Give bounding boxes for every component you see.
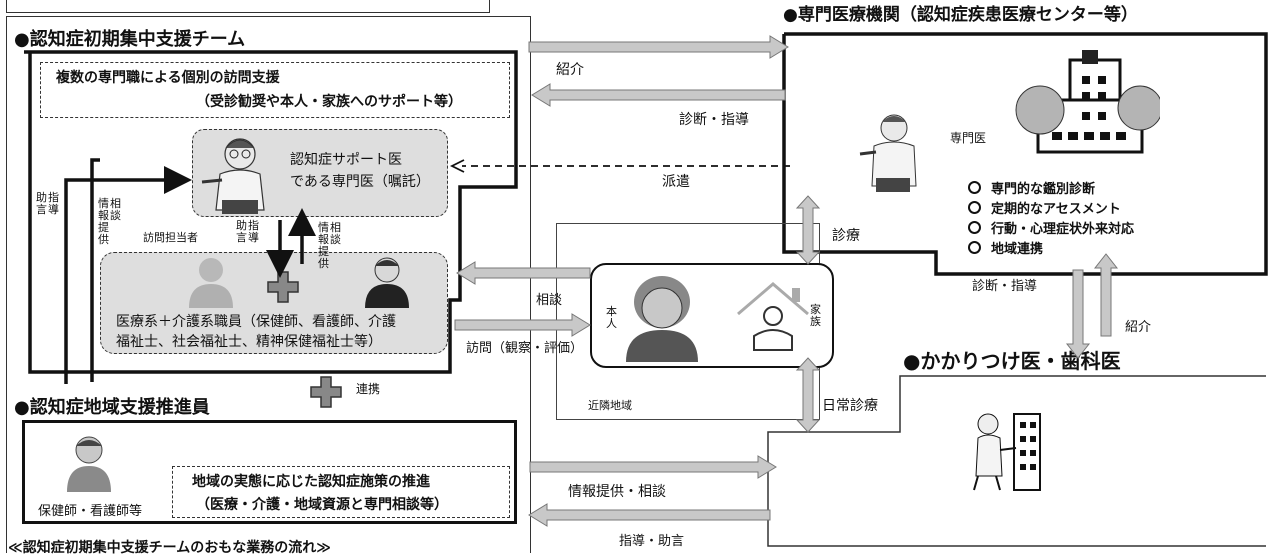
service-box [40, 62, 510, 118]
circle-bullet-icon [968, 221, 981, 234]
team-frame [6, 16, 531, 553]
gp-frame [767, 375, 1266, 547]
specialist-item-0: 専門的な鑑別診断 [968, 178, 1095, 197]
label-guidance-advice: 指導・助言 [619, 534, 685, 549]
service-line1: 複数の専門職による個別の訪問支援 [56, 70, 280, 86]
specialist-title: ●専門医療機関（認知症疾患医療センター等） [783, 5, 1138, 25]
specialist-doctor-label: 専門医 [950, 131, 987, 145]
promoter-box [22, 420, 517, 524]
staff-line1: 医療系＋介護系職員（保健師、看護師、介護 [116, 314, 396, 330]
promoter-person-label: 保健師・看護師等 [38, 504, 143, 519]
gp-doctor-clinic-illustration [973, 413, 1041, 491]
gp-title: ●かかりつけ医・歯科医 [903, 349, 1121, 373]
circle-bullet-icon [968, 181, 981, 194]
footer-caption: ≪認知症初期集中支援チームのおもな業務の流れ≫ [8, 540, 331, 556]
label-diagnosis-guidance: 診断・指導 [679, 112, 749, 128]
label-visit: 訪問（観察・評価） [466, 341, 584, 356]
label-shido-2: 指導 [248, 219, 259, 244]
promoter-title: ●認知症地域支援推進員 [14, 397, 210, 418]
plus-icon [267, 271, 299, 303]
family-house-icon [737, 282, 809, 351]
label-sodan: 相談 [110, 197, 121, 222]
staff-person-icon-1 [189, 258, 233, 308]
label-dispatch: 派遣 [662, 174, 690, 190]
hospital-building-icon [1015, 50, 1160, 154]
label-sodan-2: 相談 [330, 221, 341, 246]
label-jogen: 助言 [36, 191, 47, 216]
support-doctor-line1: 認知症サポート医 [290, 152, 402, 168]
promoter-person-icon [67, 436, 111, 492]
header-frame [6, 0, 490, 13]
policy-line2: （医療・介護・地域資源と専門相談等） [196, 497, 448, 513]
label-joho: 情報提供 [98, 197, 109, 246]
self-label: 本人 [606, 305, 617, 330]
circle-bullet-icon [968, 241, 981, 254]
specialist-item-2: 行動・心理症状外来対応 [968, 218, 1134, 237]
support-doctor-line2: である専門医（嘱託） [290, 174, 430, 190]
label-shido: 指導 [48, 191, 59, 216]
label-jogen-2: 助言 [236, 219, 247, 244]
service-line2: （受診勧奨や本人・家族へのサポート等） [196, 94, 462, 110]
area-label: 近隣地域 [588, 399, 632, 412]
policy-box [172, 466, 510, 518]
circle-bullet-icon [968, 201, 981, 214]
label-referral: 紹介 [556, 62, 584, 78]
patient-elderly-illustration [626, 276, 698, 362]
label-daily-treatment: 日常診療 [822, 398, 878, 414]
label-consultation: 相談 [536, 293, 563, 308]
support-doctor-illustration [201, 138, 265, 214]
label-treatment: 診療 [832, 228, 860, 244]
specialist-item-1: 定期的なアセスメント [968, 198, 1121, 217]
visit-staff-label: 訪問担当者 [143, 231, 198, 244]
team-title: ●認知症初期集中支援チーム [14, 29, 246, 50]
specialist-doctor-illustration [859, 114, 917, 192]
specialist-item-3: 地域連携 [968, 238, 1043, 257]
policy-line1: 地域の実態に応じた認知症施策の推進 [192, 474, 430, 490]
staff-person-icon-2 [365, 257, 409, 308]
coop-plus-icon [310, 376, 342, 408]
team-boundary [24, 50, 518, 374]
team-flow-arrows [64, 158, 316, 384]
label-diagnosis-guidance-2: 診断・指導 [972, 279, 1038, 294]
label-joho-2: 情報提供 [318, 221, 329, 270]
coop-label: 連携 [356, 382, 381, 396]
specialist-frame [782, 32, 1268, 276]
label-referral-2: 紹介 [1125, 320, 1152, 335]
label-info-consult: 情報提供・相談 [568, 484, 666, 500]
family-label: 家族 [810, 303, 821, 328]
staff-line2: 福祉士、社会福祉士、精神保健福祉士等） [116, 334, 382, 350]
